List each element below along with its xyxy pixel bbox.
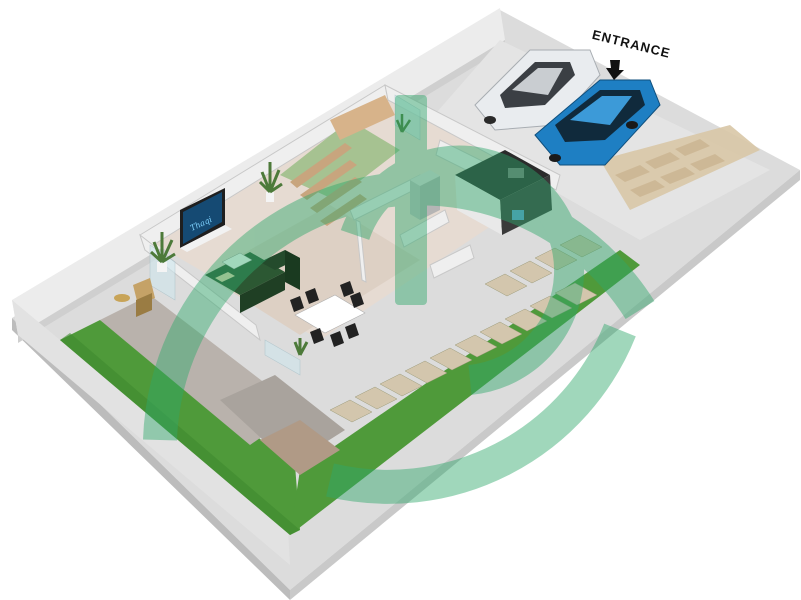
car-white xyxy=(474,49,601,131)
car-blue xyxy=(534,79,661,166)
driveway-pavers xyxy=(615,139,725,197)
plant-terrace xyxy=(149,232,176,272)
living-room-furniture xyxy=(205,250,300,313)
dining-area xyxy=(290,281,366,347)
garden-path xyxy=(329,234,603,423)
plants xyxy=(149,114,412,356)
kitchen xyxy=(455,150,552,235)
staircase xyxy=(280,95,400,226)
lawn xyxy=(60,250,640,535)
plant-living xyxy=(258,162,283,202)
plant-stairs xyxy=(395,114,412,133)
terrace-paving xyxy=(100,295,345,475)
entrance-label: ENTRANCE xyxy=(591,27,672,61)
brand-logo-watermark xyxy=(143,95,655,504)
tv-unit: Thaqi xyxy=(180,188,232,252)
plant-entry xyxy=(293,338,309,356)
boundary-wall-left xyxy=(12,300,290,565)
fridge xyxy=(410,170,440,220)
terrace-furniture xyxy=(114,278,155,317)
entrance-arrow-icon xyxy=(606,60,624,80)
